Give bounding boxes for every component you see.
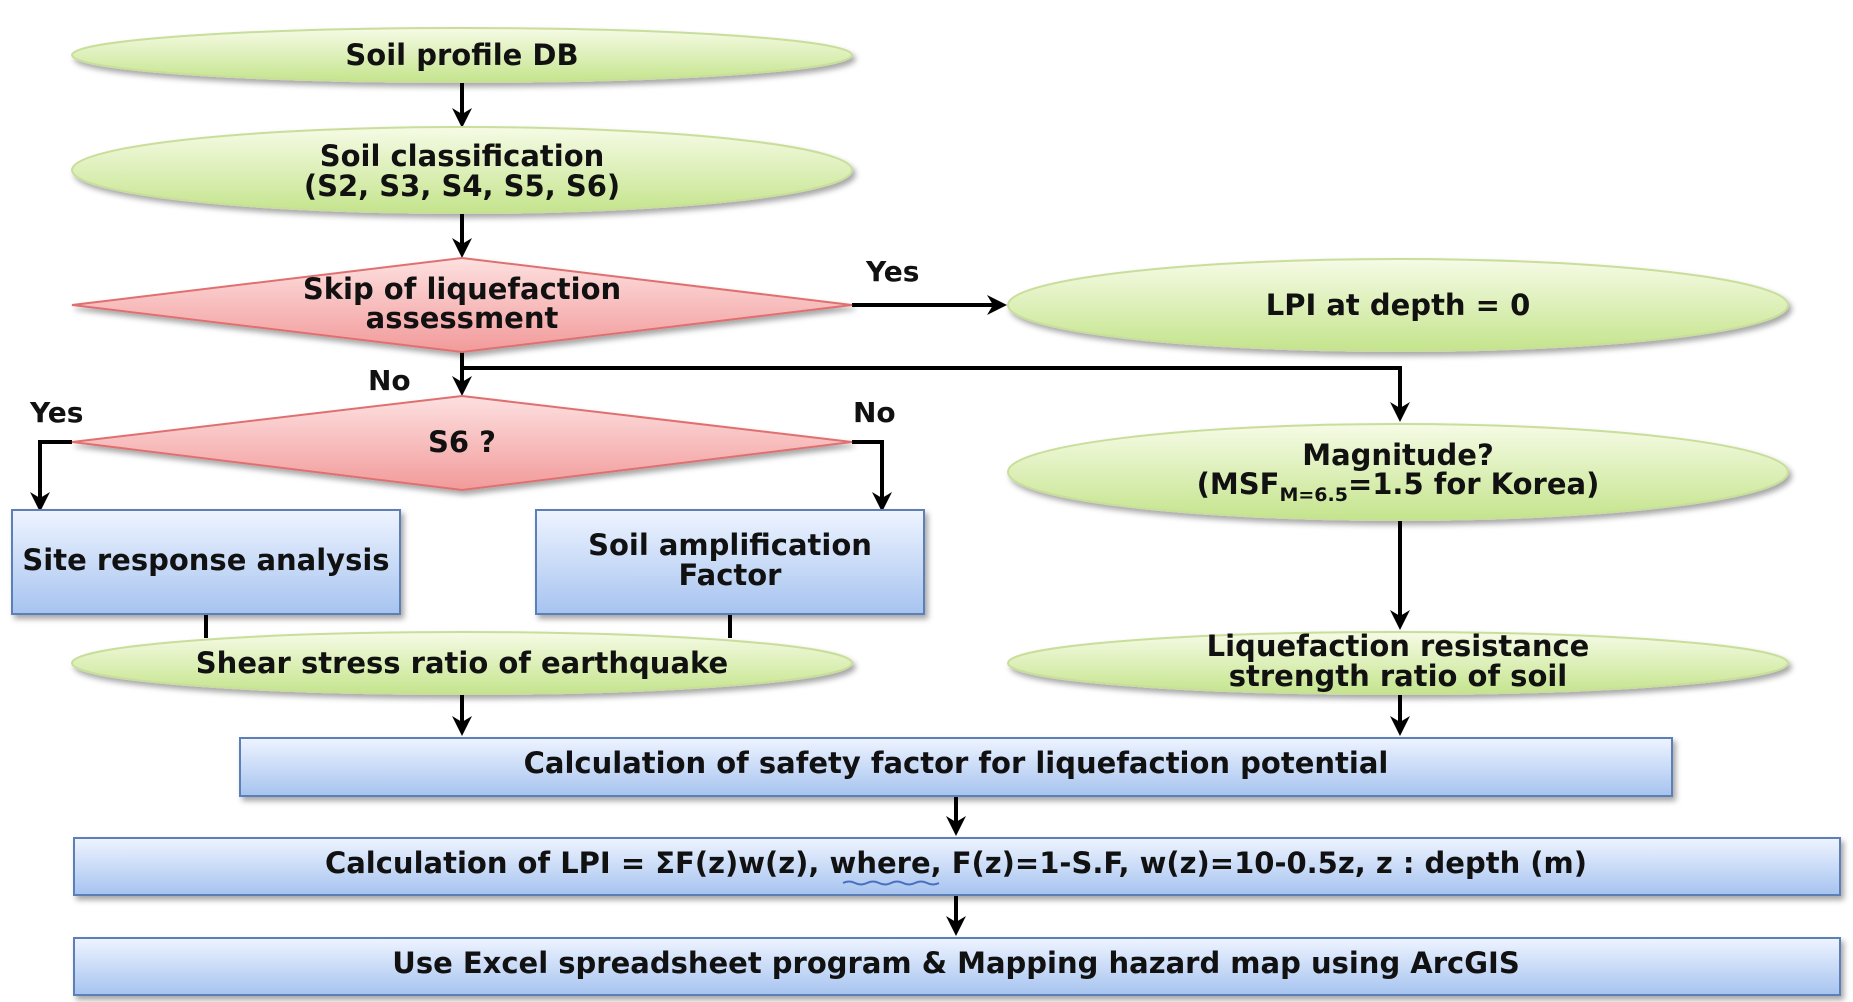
node-soil-classification: Soil classification (S2, S3, S4, S5, S6) <box>71 126 853 214</box>
node-safety-factor: Calculation of safety factor for liquefa… <box>239 737 1673 797</box>
edge-label-s6-no: No <box>853 396 896 429</box>
skip-assessment-label-line2: assessment <box>366 301 559 335</box>
shear-stress-label: Shear stress ratio of earthquake <box>196 646 728 680</box>
node-s6-decision: S6 ? <box>71 394 853 492</box>
site-response-label: Site response analysis <box>22 543 389 577</box>
node-skip-assessment-decision: Skip of liquefaction assessment <box>71 256 853 354</box>
lpi-calc-formula: Calculation of LPI = ΣF(z)w(z), <box>325 846 819 880</box>
soil-classification-label-line2: (S2, S3, S4, S5, S6) <box>304 169 620 203</box>
lpi-calc-definitions: F(z)=1-S.F, w(z)=10-0.5z, z : depth (m) <box>952 846 1587 880</box>
node-shear-stress: Shear stress ratio of earthquake <box>71 631 853 695</box>
soil-amplification-label-line2: Factor <box>679 558 783 592</box>
liquefaction-resistance-label-line1: Liquefaction resistance <box>1207 629 1590 663</box>
arrow-s6-no-to-soil-amp <box>852 440 892 512</box>
node-lpi-zero: LPI at depth = 0 <box>1007 258 1789 352</box>
edge-label-s6-yes: Yes <box>29 396 83 429</box>
soil-profile-db-label: Soil profile DB <box>345 38 578 72</box>
magnitude-msf-value: =1.5 for Korea) <box>1348 467 1599 501</box>
node-soil-profile-db: Soil profile DB <box>71 27 853 83</box>
magnitude-label-line2: (MSFM=6.5=1.5 for Korea) <box>1197 467 1600 506</box>
magnitude-label-line1: Magnitude? <box>1302 438 1494 472</box>
s6-decision-label: S6 ? <box>428 425 496 459</box>
magnitude-msf-subscript: M=6.5 <box>1279 484 1348 506</box>
lpi-calc-where: where, <box>830 846 942 880</box>
magnitude-msf: (MSF <box>1197 467 1280 501</box>
soil-classification-label-line1: Soil classification <box>320 139 605 173</box>
lpi-zero-label: LPI at depth = 0 <box>1266 288 1531 322</box>
edge-label-skip-yes: Yes <box>865 255 919 288</box>
node-magnitude: Magnitude? (MSFM=6.5=1.5 for Korea) <box>1007 423 1789 521</box>
node-site-response: Site response analysis <box>11 509 401 615</box>
node-liquefaction-resistance: Liquefaction resistance strength ratio o… <box>1007 629 1789 695</box>
lpi-calculation-label: Calculation of LPI = ΣF(z)w(z), where, F… <box>325 846 1587 880</box>
lpi-calc-where-underline <box>842 880 940 886</box>
node-soil-amplification: Soil amplification Factor <box>535 509 925 615</box>
arrow-to-magnitude <box>462 366 1410 422</box>
safety-factor-label: Calculation of safety factor for liquefa… <box>524 746 1389 780</box>
edge-label-skip-no: No <box>368 364 411 397</box>
soil-amplification-label-line1: Soil amplification <box>588 528 872 562</box>
excel-mapping-label: Use Excel spreadsheet program & Mapping … <box>392 946 1519 980</box>
node-lpi-calculation: Calculation of LPI = ΣF(z)w(z), where, F… <box>73 837 1841 896</box>
arrow-s6-yes-to-site-response <box>30 440 72 512</box>
skip-assessment-label-line1: Skip of liquefaction <box>303 272 621 306</box>
liquefaction-resistance-label-line2: strength ratio of soil <box>1229 659 1568 693</box>
node-excel-mapping: Use Excel spreadsheet program & Mapping … <box>73 937 1841 996</box>
